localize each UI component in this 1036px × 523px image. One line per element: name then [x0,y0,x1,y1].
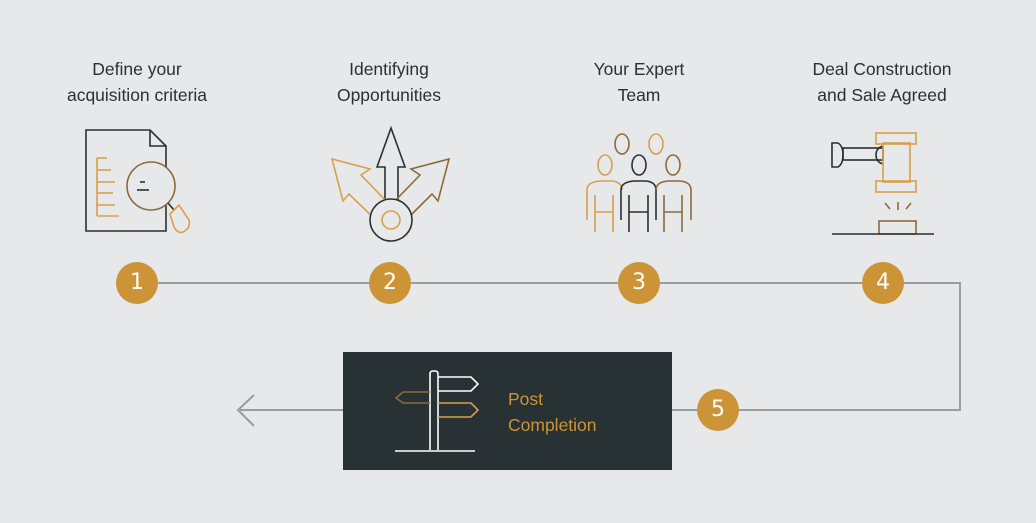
step-3-title-line-1: Your Expert [593,59,685,79]
step-2-title: Identifying Opportunities [279,56,499,108]
post-completion-card: Post Completion [343,352,672,470]
step-4-title-line-1: Deal Construction [812,59,952,79]
step-5-badge: 5 [697,389,739,431]
step-2-badge: 2 [369,262,411,304]
step-1-badge: 1 [116,262,158,304]
step-4-badge: 4 [862,262,904,304]
step-5-title-line-1: Post [508,389,544,409]
step-3-title: Your Expert Team [529,56,749,108]
step-4-title-line-2: and Sale Agreed [817,85,947,105]
step-2-title-line-1: Identifying [349,59,429,79]
diverging-arrows-icon [330,125,451,242]
step-4-title: Deal Construction and Sale Agreed [772,56,992,108]
document-magnifier-icon [85,129,191,234]
team-people-icon [586,133,692,232]
step-1-title: Define your acquisition criteria [27,56,247,108]
step-1-title-line-1: Define your [92,59,182,79]
arrow-left-icon [236,394,255,427]
signpost-icon [394,370,480,452]
step-5-title: Post Completion [508,386,597,438]
step-3-badge: 3 [618,262,660,304]
step-1-title-line-2: acquisition criteria [66,85,208,105]
gavel-icon [831,132,934,235]
step-5-title-line-2: Completion [508,415,597,435]
connector-line [137,282,961,411]
step-3-title-line-2: Team [617,85,661,105]
step-2-title-line-2: Opportunities [336,85,442,105]
